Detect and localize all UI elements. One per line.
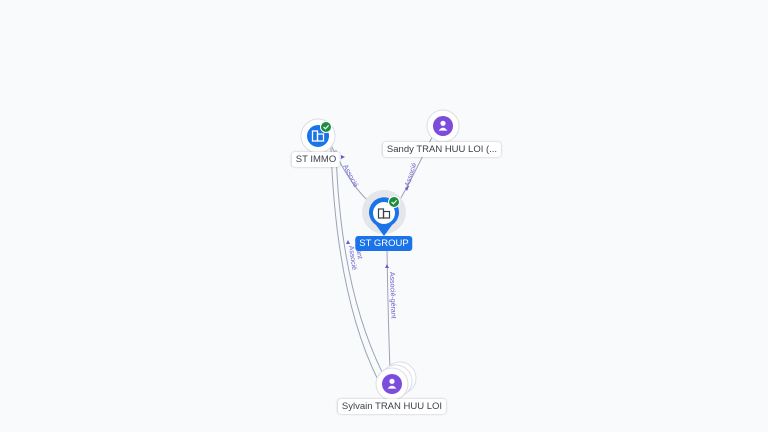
verified-icon	[388, 196, 400, 208]
person-icon	[387, 378, 397, 389]
person-icon	[438, 120, 448, 131]
edge-label-sandy-group: Associé	[404, 162, 418, 188]
node-label-sandy[interactable]: Sandy TRAN HUU LOI (...	[382, 142, 502, 157]
arrow-sandy-group	[405, 186, 409, 191]
node-label-sylvain[interactable]: Sylvain TRAN HUU LOI	[337, 399, 447, 414]
arrow-immo-group	[341, 155, 345, 159]
edge-label-immo-sylvain-b: Associé	[347, 245, 357, 270]
arrow-immo-sylvain	[346, 240, 350, 244]
edge-label-immo-group: Associé	[341, 164, 359, 189]
edge-immo-sylvain-a	[335, 149, 386, 379]
edge-immo-sylvain-b	[330, 147, 379, 381]
node-st-immo[interactable]	[300, 118, 336, 154]
node-sandy[interactable]	[426, 109, 460, 143]
edge-label-group-sylvain: Associé-gérant	[388, 272, 397, 319]
arrow-group-sylvain	[385, 264, 389, 268]
node-label-st-immo[interactable]: ST IMMO	[291, 152, 341, 167]
edge-group-sylvain	[386, 249, 391, 371]
building-icon	[377, 208, 391, 219]
building-icon	[311, 130, 325, 142]
node-sylvain[interactable]	[375, 361, 417, 401]
node-label-st-group[interactable]: ST GROUP	[355, 236, 413, 251]
verified-icon	[320, 121, 332, 133]
node-st-group[interactable]	[362, 190, 406, 236]
